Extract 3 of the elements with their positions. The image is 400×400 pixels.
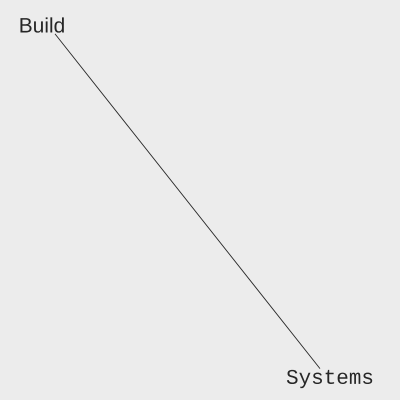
word-label: Systems [286,370,372,388]
word-label: Build [20,17,64,33]
connector-line [54,33,320,370]
